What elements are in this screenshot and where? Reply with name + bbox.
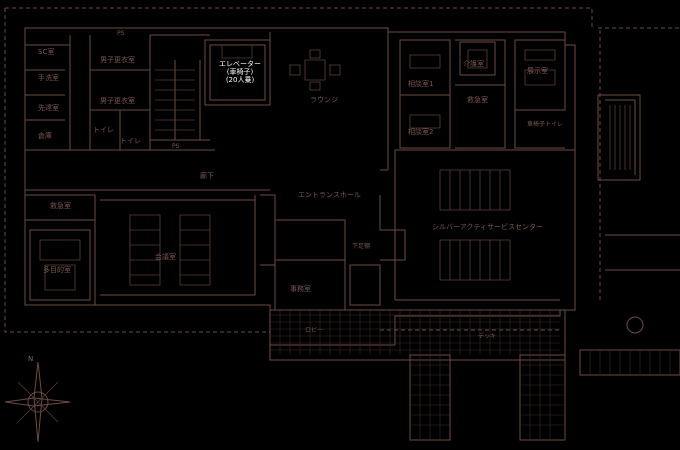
elevator-line-1: (車椅子) <box>226 68 254 76</box>
room-label-toilet-2: トイレ <box>120 137 141 145</box>
label-deck: デッキ <box>478 333 497 340</box>
compass-north-label: N <box>28 355 34 363</box>
room-label-office: 先達室 <box>38 104 59 112</box>
room-label-toilet: トイレ <box>93 126 114 134</box>
elevator-label[interactable]: エレベーター (車椅子) (20人乗) <box>218 60 262 84</box>
room-label-shower: SC室 <box>38 48 55 56</box>
room-label-corridor: 廊下 <box>200 172 214 180</box>
room-label-entrance-hall: エントランスホール <box>298 191 361 199</box>
room-label-storage: 倉庫 <box>38 132 52 140</box>
label-ps: PS <box>117 30 125 37</box>
terrace-grid <box>269 309 566 441</box>
room-label-reception: 救急室 <box>50 202 71 210</box>
wheelchair-icon <box>626 316 644 334</box>
compass-rose-icon <box>4 361 71 443</box>
room-label-multipurpose: 多目的室 <box>43 266 71 274</box>
room-label-lounge: ラウンジ <box>310 96 338 104</box>
room-label-service-center: シルバーアクティサービスセンター <box>432 223 543 231</box>
elevator-title: エレベーター <box>219 60 261 68</box>
building-outline <box>24 27 576 346</box>
room-label-toilet-room: 手洗室 <box>38 74 59 82</box>
room-label-office-lower: 事務室 <box>290 285 311 293</box>
room-label-multi-toilet: 車椅子トイレ <box>527 121 564 128</box>
room-label-mens-locker-2: 男子更衣室 <box>100 97 135 105</box>
label-ps-2: PS <box>172 143 180 150</box>
room-label-mens-locker: 男子更衣室 <box>100 56 135 64</box>
room-label-consult-1: 相談室1 <box>408 80 434 88</box>
elevator-line-2: (20人乗) <box>225 76 255 84</box>
label-terrace: ロビー <box>305 327 324 334</box>
room-label-admin: 救急室 <box>467 96 488 104</box>
room-label-care: 介護室 <box>463 60 484 68</box>
room-label-meeting: 会議室 <box>155 253 176 261</box>
room-label-shoe-shelf: 下足棚 <box>352 243 371 250</box>
room-label-exhibit: 展示室 <box>527 67 548 75</box>
room-label-consult-2: 相談室2 <box>408 128 434 136</box>
